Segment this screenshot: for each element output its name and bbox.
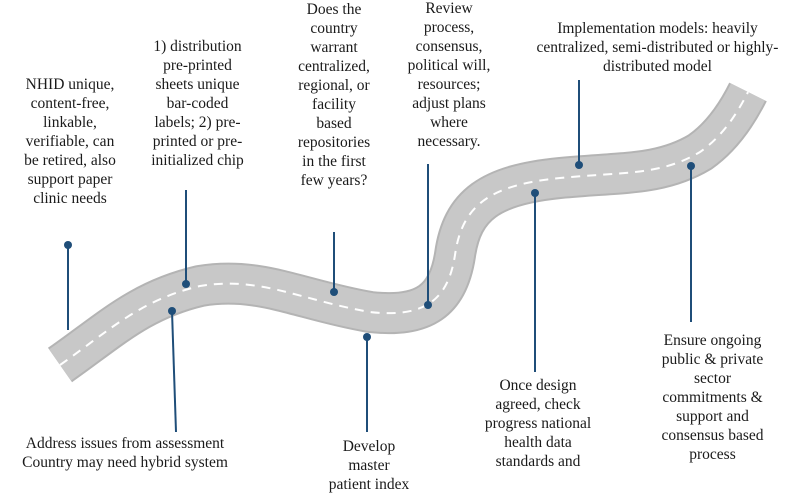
lane-marking (59, 91, 749, 366)
pin-repositories (330, 232, 338, 296)
pin-design-agreed (531, 189, 539, 372)
label-address: Address issues from assessment Country m… (22, 435, 228, 471)
label-implementation: Implementation models: heavily centraliz… (536, 20, 779, 75)
label-repositories: Does the country warrant centralized, re… (297, 1, 371, 189)
pin-review (424, 164, 432, 309)
pin-master-index (363, 333, 371, 432)
pin-implementation (575, 80, 583, 169)
label-review: Review process, consensus, political wil… (407, 0, 491, 150)
road (47, 82, 767, 383)
label-nhid: NHID unique, content-free, linkable, ver… (24, 76, 116, 207)
label-distribution: 1) distribution pre-printed sheets uniqu… (151, 38, 244, 169)
label-ongoing: Ensure ongoing public & private sector c… (661, 332, 764, 463)
pin-ongoing (687, 162, 695, 322)
pin-address (168, 307, 177, 433)
pin-distribution (182, 190, 190, 288)
label-master-index: Develop master patient index (328, 438, 410, 493)
label-design-agreed: Once design agreed, check progress natio… (484, 377, 592, 470)
pin-nhid (64, 241, 72, 330)
